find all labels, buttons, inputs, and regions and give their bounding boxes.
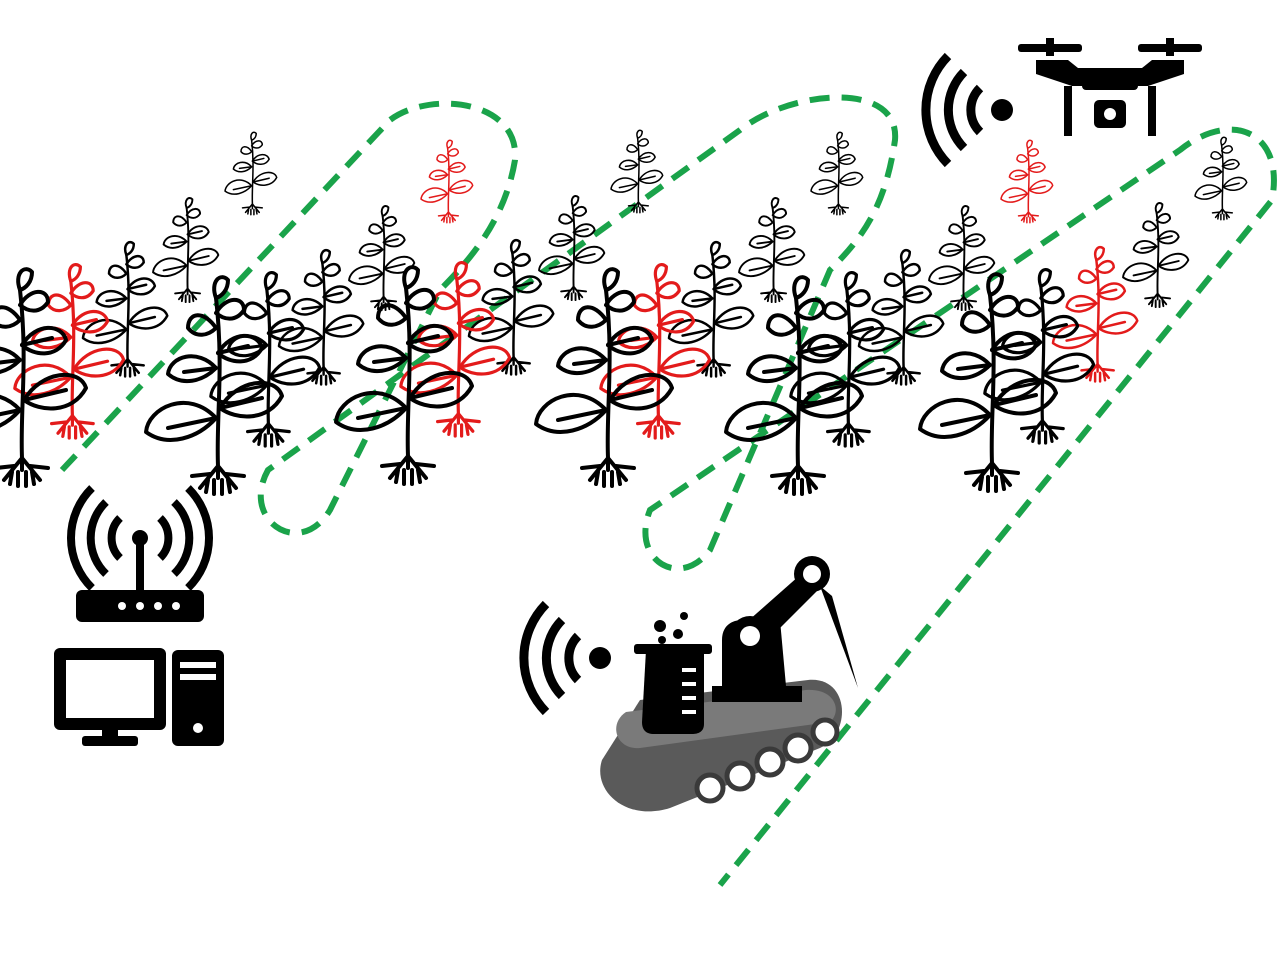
healthy-plant-icon xyxy=(467,238,555,376)
healthy-plant-icon xyxy=(667,240,755,378)
healthy-plant-icon xyxy=(1122,202,1190,309)
robot-wifi-signal-icon xyxy=(524,604,611,712)
healthy-plant-icon xyxy=(277,248,365,386)
field-robot-icon xyxy=(600,556,858,812)
healthy-plant-icon xyxy=(348,205,416,312)
wifi-router-icon xyxy=(66,485,214,622)
diseased-plant-icon xyxy=(1051,245,1139,383)
healthy-plant-icon xyxy=(610,129,664,214)
healthy-plant-icon xyxy=(81,240,169,378)
crop-field xyxy=(0,129,1248,496)
robot-arm-icon xyxy=(712,556,858,702)
diseased-plant-icon xyxy=(1000,139,1054,224)
beaker-icon xyxy=(634,612,712,734)
healthy-plant-icon xyxy=(224,131,278,216)
healthy-plant-icon xyxy=(1194,136,1248,221)
healthy-plant-icon xyxy=(810,131,864,216)
drone-wifi-signal-icon xyxy=(926,56,1013,164)
desktop-computer-icon xyxy=(54,648,224,746)
healthy-plant-icon xyxy=(857,248,945,386)
healthy-plant-icon xyxy=(928,205,996,312)
robot-route-path xyxy=(59,94,1277,887)
drone-icon xyxy=(1018,38,1202,136)
diseased-plant-icon xyxy=(420,139,474,224)
healthy-plant-icon xyxy=(152,197,220,304)
